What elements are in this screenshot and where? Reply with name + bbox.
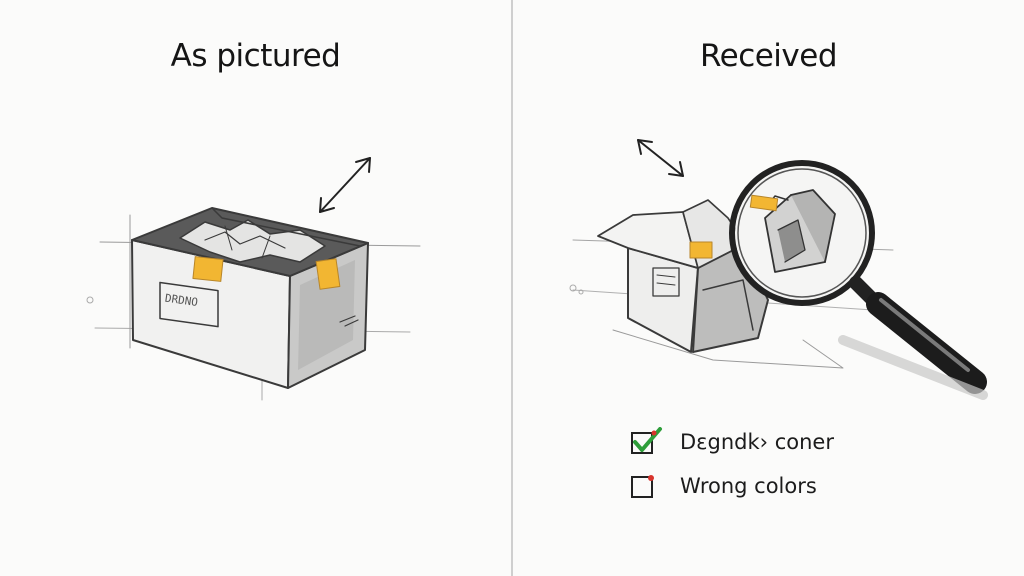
checklist-label: Dεgndk› coner — [680, 430, 834, 454]
received-panel: Received — [513, 0, 1024, 576]
checkbox-unchecked-icon[interactable] — [630, 471, 664, 501]
box-sketch-icon: DRDNO — [86, 157, 421, 401]
magnifying-glass-icon — [729, 160, 988, 400]
as-pictured-panel: As pictured — [0, 0, 511, 576]
double-arrow-icon — [637, 139, 684, 177]
damaged-box-sketch-icon — [569, 139, 988, 400]
panel-title-received: Received — [699, 38, 838, 74]
checklist-item-damaged-corner[interactable]: Dεgndk› coner — [630, 420, 834, 464]
issue-checklist: Dεgndk› coner Wrong colors — [630, 420, 834, 508]
checkbox-checked-icon[interactable] — [630, 427, 664, 457]
checklist-label: Wrong colors — [680, 474, 817, 498]
panel-divider — [511, 0, 513, 576]
svg-text:DRDNO: DRDNO — [164, 292, 199, 309]
double-arrow-icon — [319, 157, 371, 213]
panel-title-as-pictured: As pictured — [170, 38, 341, 74]
checklist-item-wrong-colors[interactable]: Wrong colors — [630, 464, 834, 508]
